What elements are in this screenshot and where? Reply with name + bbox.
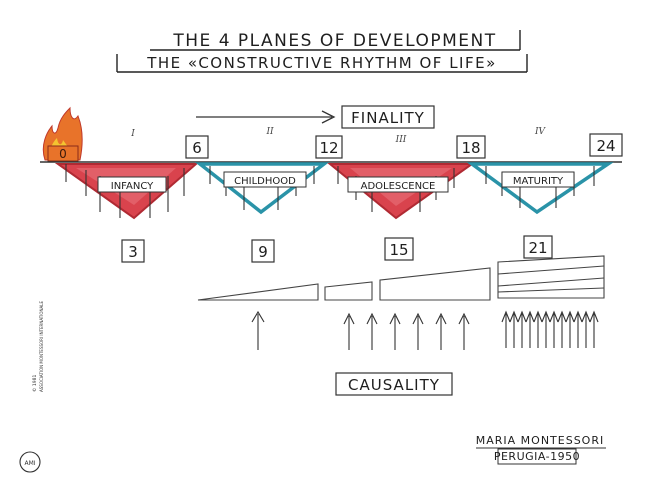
age-markers-top: 6 12 18 24 — [185, 133, 623, 159]
signature-place: PERUGIA-1950 — [494, 450, 580, 463]
age-markers-bottom: 3 9 15 21 — [121, 235, 553, 263]
plane-2-roman: II — [265, 127, 274, 137]
plane-3-roman: III — [395, 135, 407, 145]
title-line-1: THE 4 PLANES OF DEVELOPMENT — [172, 31, 496, 51]
title-line-2: THE «CONSTRUCTIVE RHYTHM OF LIFE» — [146, 54, 497, 72]
age-21-label: 21 — [528, 239, 547, 257]
plane-2-label: CHILDHOOD — [234, 176, 296, 187]
plane-4-label: MATURITY — [513, 176, 564, 187]
age-9-label: 9 — [258, 243, 268, 261]
svg-text:ASSOCIATION MONTESSORI INTERNA: ASSOCIATION MONTESSORI INTERNATIONALE — [39, 301, 44, 392]
causality-label: CAUSALITY — [348, 376, 440, 394]
causality-arrows — [251, 310, 599, 350]
plane-3-label: ADOLESCENCE — [361, 181, 436, 192]
ami-logo: AMI — [19, 451, 41, 473]
age-3-label: 3 — [128, 243, 138, 261]
plane-1-roman: I — [130, 129, 135, 139]
age-18-label: 18 — [461, 139, 480, 157]
finality-arrow: FINALITY — [196, 105, 435, 129]
signature-block: MARIA MONTESSORI PERUGIA-1950 — [476, 434, 606, 465]
signature-name: MARIA MONTESSORI — [476, 434, 604, 447]
age-0-label: 0 — [59, 147, 67, 161]
age-24-label: 24 — [596, 137, 615, 155]
fire-icon: 0 — [42, 106, 83, 162]
plane-4-roman: IV — [534, 127, 547, 137]
finality-label: FINALITY — [351, 109, 425, 127]
svg-text:© 1981: © 1981 — [31, 374, 38, 392]
age-12-label: 12 — [319, 139, 338, 157]
copyright-note: © 1981 ASSOCIATION MONTESSORI INTERNATIO… — [31, 301, 44, 392]
plane-labels: INFANCY CHILDHOOD ADOLESCENCE MATURITY — [97, 171, 575, 193]
title-block: THE 4 PLANES OF DEVELOPMENT THE «CONSTRU… — [116, 30, 528, 73]
plane-1-label: INFANCY — [111, 181, 154, 192]
causality-box: CAUSALITY — [335, 372, 453, 396]
growth-wedges — [197, 255, 605, 301]
age-15-label: 15 — [389, 241, 408, 259]
age-6-label: 6 — [192, 139, 202, 157]
svg-text:AMI: AMI — [24, 460, 35, 467]
